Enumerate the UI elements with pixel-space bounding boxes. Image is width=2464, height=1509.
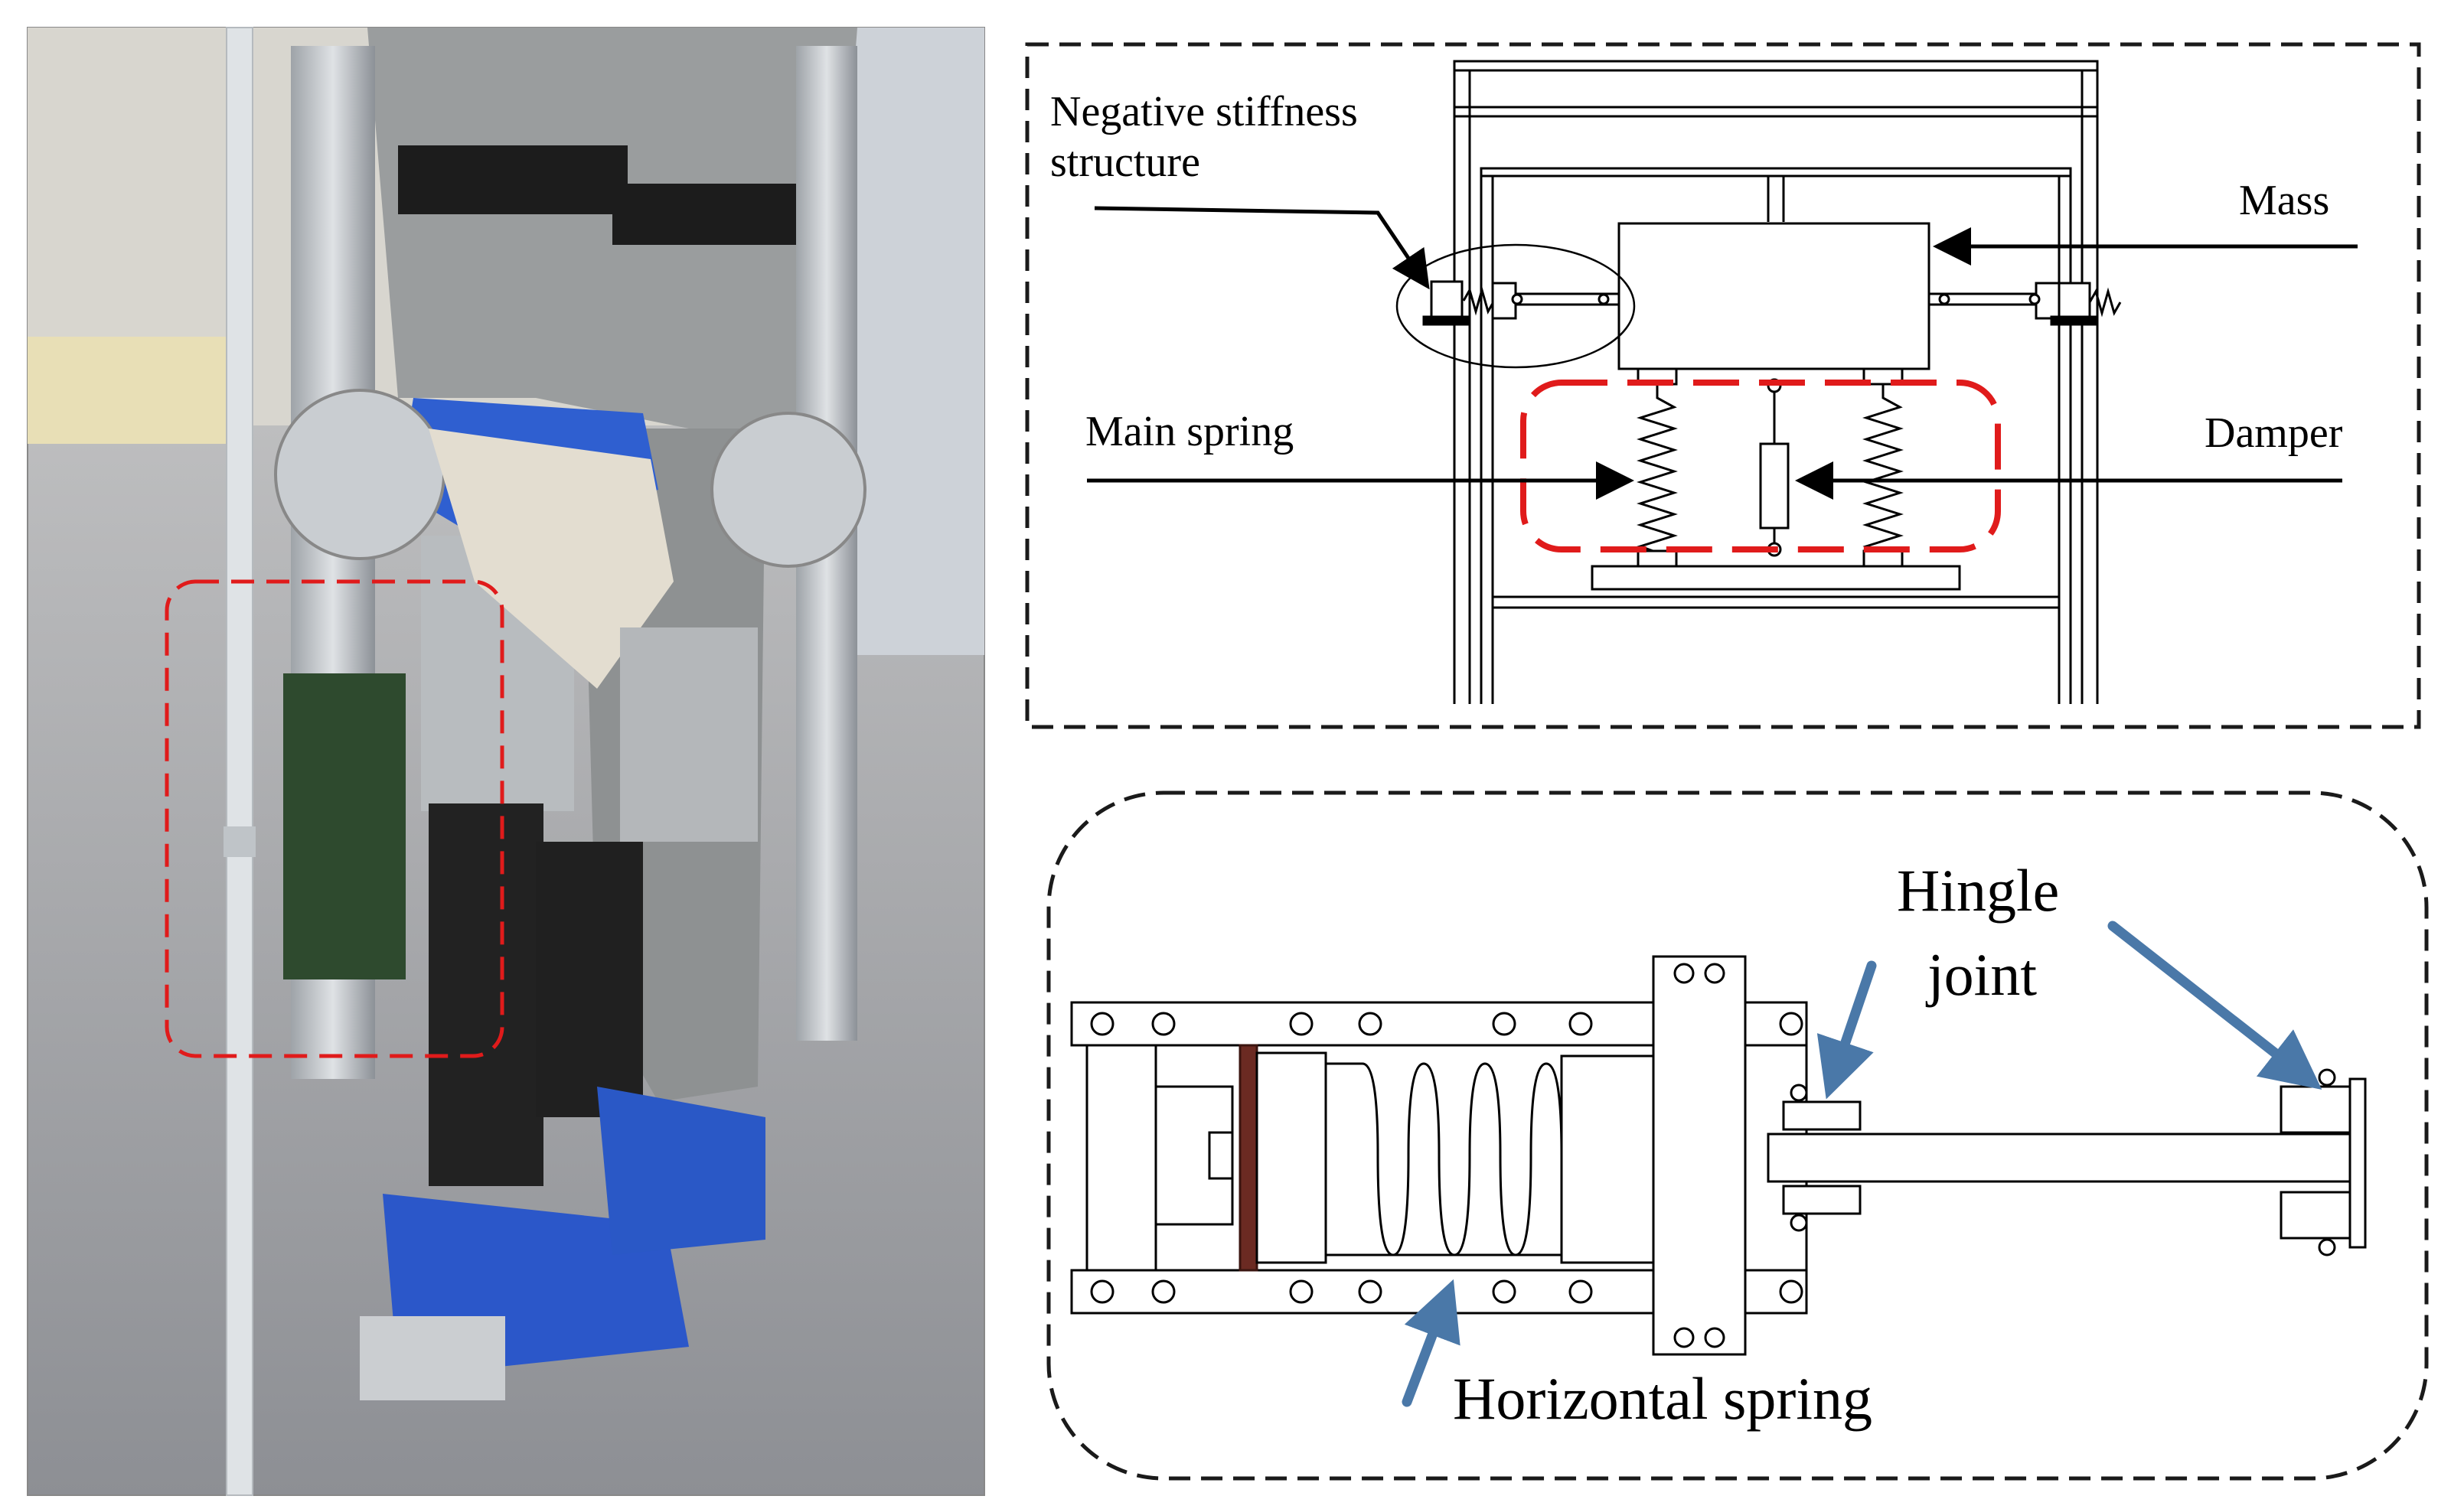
callout-arrows-top	[1087, 206, 2358, 500]
hingle-joint-label-line1: Hingle	[1897, 857, 2059, 924]
main-spring-label: Main spring	[1085, 408, 1294, 455]
negative-stiffness-ellipse	[1395, 243, 1636, 369]
hingle-joint-label-line2: joint	[1925, 941, 2037, 1008]
negative-stiffness-label-line1: Negative stiffness	[1050, 88, 1358, 135]
spring-base-plate	[1591, 565, 1961, 591]
damper	[1759, 378, 1790, 557]
horizontal-spring-mechanism	[1070, 955, 2367, 1356]
exoskeleton-photo	[27, 27, 985, 1496]
top-diagram: Negative stiffness structure Mass Main s…	[1025, 42, 2421, 729]
main-spring-highlight	[1520, 380, 2001, 552]
mass-block	[1617, 222, 1930, 370]
horizontal-spring-label: Horizontal spring	[1453, 1365, 1872, 1432]
bottom-diagram: Hingle joint Horizontal spring	[1046, 790, 2429, 1481]
callout-arrows-bottom	[1402, 921, 2322, 1407]
negative-stiffness-links	[1422, 280, 2122, 326]
negative-stiffness-label-line2: structure	[1050, 139, 1200, 186]
damper-label: Damper	[2205, 409, 2343, 457]
support-frame	[1453, 60, 2099, 704]
mass-label: Mass	[2239, 177, 2329, 224]
